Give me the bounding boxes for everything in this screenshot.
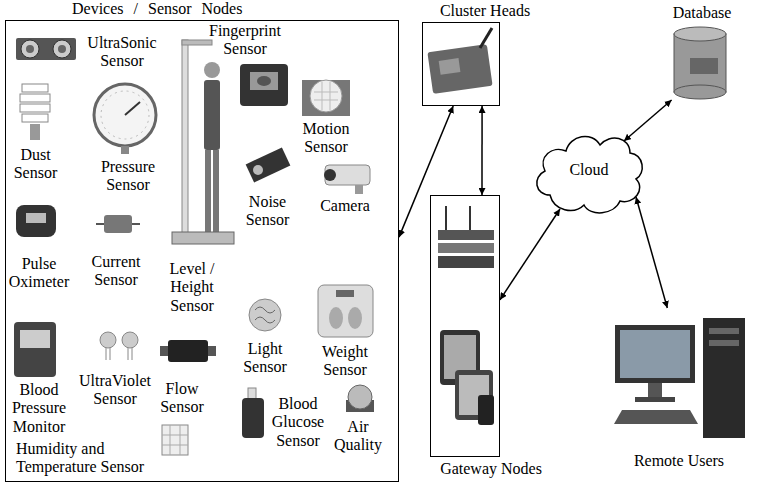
height-scale-icon (172, 40, 234, 244)
light-sensor-icon (249, 299, 281, 331)
cloud-shape: Cloud (530, 125, 648, 220)
connector-arrow (481, 106, 483, 195)
cluster-head-board (427, 28, 492, 94)
group-heading: Devices / Sensor Nodes (72, 0, 242, 18)
connector-arrow (399, 106, 453, 237)
box-heading: Cluster Heads (440, 2, 530, 20)
humidity-sensor-icon (162, 425, 188, 455)
uv-sensor-icon (100, 332, 138, 360)
fingerprint-icon (240, 64, 288, 106)
remote-users-node: Remote Users (606, 308, 752, 480)
tablet-icon (440, 330, 494, 425)
cloud-label: Cloud (530, 161, 648, 179)
sensor-label: Blood Glucose Sensor (268, 395, 328, 450)
sensor-label: Humidity and Temperature Sensor (16, 440, 166, 477)
sensor-label: UltraViolet Sensor (73, 372, 157, 409)
connector-arrow (500, 209, 560, 300)
dust-sensor-icon (20, 84, 50, 140)
sensor-label: Pressure Sensor (89, 158, 167, 195)
sensor-label: Motion Sensor (292, 120, 360, 157)
connector-arrow (624, 100, 672, 141)
box-heading: Gateway Nodes (440, 460, 542, 478)
database-label: Database (662, 4, 742, 22)
camera-icon (324, 165, 370, 194)
noise-sensor-icon (246, 147, 291, 182)
sensor-label: Current Sensor (86, 253, 146, 290)
pressure-gauge-icon (94, 84, 156, 154)
weight-scale-icon (318, 285, 373, 337)
cluster-head-box: Cluster Heads (422, 22, 500, 106)
sensor-label: Air Quality (332, 418, 384, 455)
sensor-label: Flow Sensor (156, 380, 208, 417)
sensor-label: Pulse Oximeter (6, 255, 72, 292)
flow-sensor-icon (160, 340, 216, 362)
sensor-label: Light Sensor (239, 340, 291, 377)
sensor-label: Dust Sensor (8, 146, 63, 183)
sensor-label: Noise Sensor (240, 193, 295, 230)
sensor-label: Blood Pressure Monitor (6, 381, 72, 436)
motion-sensor-icon (302, 80, 350, 116)
air-quality-icon (346, 385, 374, 412)
remote-users-label: Remote Users (606, 452, 752, 470)
database-icon (674, 27, 726, 99)
router-icon (438, 206, 494, 268)
sensor-label: Level / Height Sensor (161, 260, 223, 315)
sensor-label: UltraSonic Sensor (83, 34, 161, 71)
sensor-label: Fingerprint Sensor (205, 22, 285, 59)
ultrasonic-icon (16, 38, 76, 60)
computer-icon (614, 318, 745, 438)
pulse-oximeter-icon (16, 205, 56, 237)
database-node: Database (662, 2, 742, 102)
current-sensor-icon (96, 215, 140, 233)
blood-pressure-icon (14, 322, 56, 377)
sensor-label: Camera (315, 197, 375, 215)
glucose-meter-icon (242, 388, 264, 438)
sensor-label: Weight Sensor (315, 343, 375, 380)
gateway-box: Gateway Nodes (430, 195, 500, 457)
connector-arrow (636, 197, 667, 308)
